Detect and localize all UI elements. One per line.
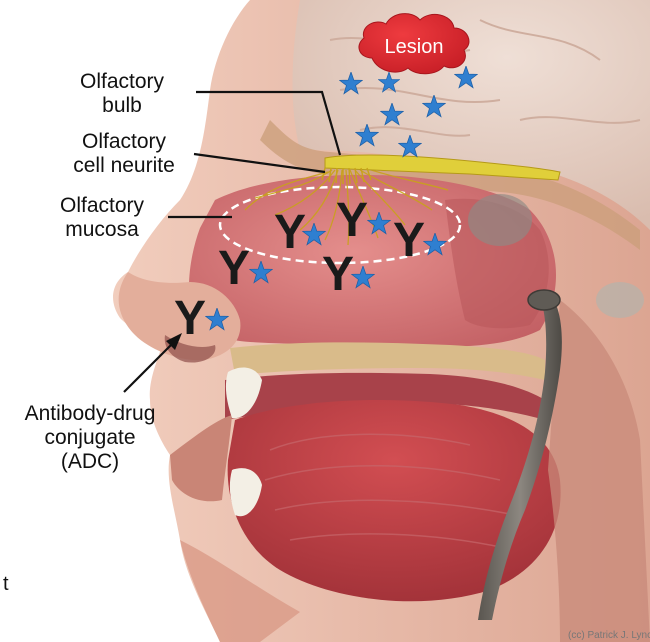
- label-line: conjugate: [44, 426, 135, 449]
- label-line: Olfactory: [60, 194, 145, 217]
- label-line: mucosa: [65, 218, 139, 241]
- sphenoid-sinus: [468, 194, 532, 246]
- label-line: Olfactory: [80, 70, 165, 93]
- label-line: (ADC): [61, 450, 119, 473]
- label-line: bulb: [102, 94, 142, 117]
- antibody-icon: Y: [393, 214, 425, 267]
- antibody-icon: Y: [322, 248, 354, 301]
- label-line: Olfactory: [82, 130, 167, 153]
- lesion-label: Lesion: [385, 36, 444, 58]
- label-line: Antibody-drug: [25, 402, 156, 425]
- label-olfactory-cell-neurite: Olfactory cell neurite: [73, 130, 175, 177]
- antibody-icon: Y: [336, 194, 368, 247]
- edge-text: t: [3, 573, 9, 595]
- label-olfactory-bulb: Olfactory bulb: [80, 70, 165, 117]
- label-line: cell neurite: [73, 154, 175, 177]
- nasal-tube-opening: [528, 290, 560, 310]
- antibody-icon: Y: [274, 206, 306, 259]
- ear-hint: [596, 282, 644, 318]
- label-adc: Antibody-drug conjugate (ADC): [25, 402, 156, 473]
- antibody-icon: Y: [218, 242, 250, 295]
- label-olfactory-mucosa: Olfactory mucosa: [60, 194, 145, 241]
- credit: (cc) Patrick J. Lynch 20: [568, 630, 650, 641]
